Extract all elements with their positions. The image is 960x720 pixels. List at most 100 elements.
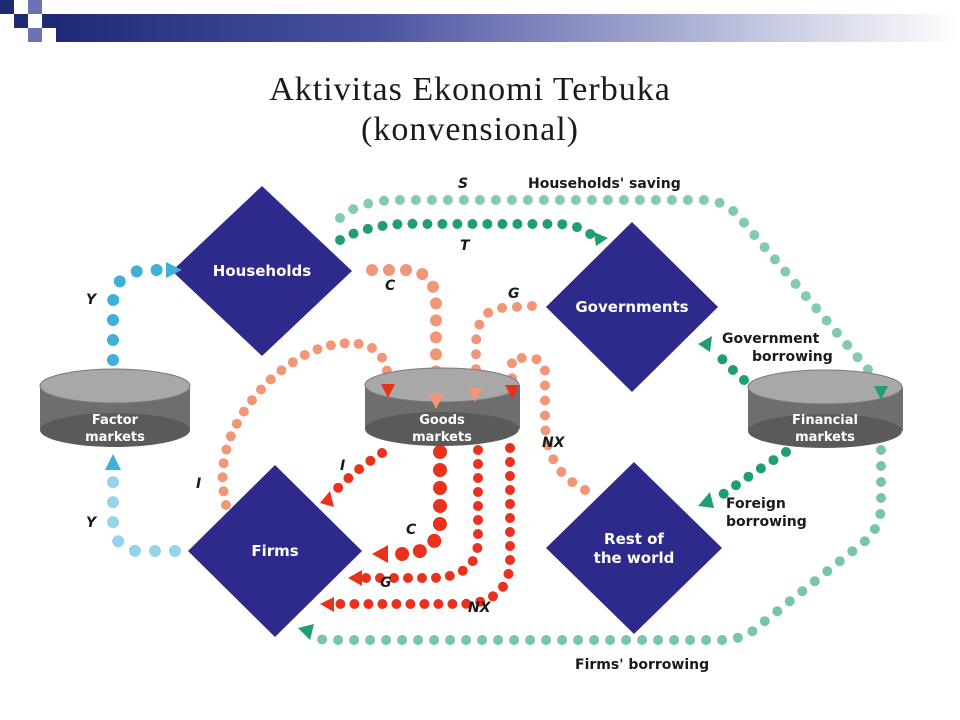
flow-dot — [149, 545, 161, 557]
flow-dot — [509, 635, 520, 645]
flow-dot — [221, 500, 231, 510]
arrowhead-c-to-goods — [428, 393, 444, 409]
flow-dot — [506, 195, 517, 205]
flow-dot — [653, 635, 664, 645]
arrowhead-nx-to-firms — [320, 597, 334, 612]
flow-dot — [363, 198, 374, 209]
arrowhead-g-to-goods — [468, 388, 482, 402]
flow-dot — [755, 463, 766, 474]
flow-dot — [422, 219, 433, 229]
flow-dot — [512, 219, 523, 229]
flow-dot — [107, 516, 119, 529]
flow-dot — [403, 573, 413, 583]
flow-dot — [505, 471, 515, 481]
flow-dot — [876, 493, 886, 503]
arrowhead-nx-to-goods — [505, 385, 519, 399]
flow-dot — [540, 410, 550, 421]
s-label: S — [458, 176, 468, 192]
flow-dot — [299, 350, 310, 360]
flow-dot — [847, 546, 858, 557]
flow-dot — [474, 195, 485, 205]
flow-dot — [427, 533, 442, 548]
flow-dot — [780, 266, 791, 277]
flow-dot — [433, 481, 447, 495]
flow-dot — [490, 195, 501, 205]
flow-dot — [112, 535, 125, 548]
flow-dot — [727, 365, 738, 375]
flow-dot — [822, 566, 833, 577]
flow-dot — [343, 473, 354, 484]
flow-dots-layer — [107, 195, 886, 645]
flow-dot — [834, 556, 845, 567]
flow-dot — [392, 219, 403, 230]
flow-dot — [852, 352, 863, 363]
flow-dot — [821, 315, 832, 326]
y-income-flow — [107, 264, 163, 386]
flow-dot — [317, 634, 328, 645]
flow-dot — [333, 635, 344, 645]
flow-dot — [497, 219, 508, 229]
flow-dot — [467, 556, 478, 567]
flow-dot — [218, 458, 229, 469]
flow-dot — [781, 447, 791, 457]
flow-dot — [354, 464, 365, 475]
financial-markets-label-1: Financial — [792, 413, 858, 428]
c-consumption-bottom-flow — [395, 445, 447, 561]
flow-dot — [416, 268, 429, 280]
flow-dot — [717, 635, 728, 645]
flow-dot — [377, 599, 388, 609]
financial-markets-node: Financial markets — [747, 369, 903, 448]
flow-dot — [218, 486, 229, 497]
flow-dot — [412, 544, 427, 559]
flow-dot — [353, 338, 364, 349]
flow-dot — [433, 499, 447, 513]
flow-dot — [458, 195, 469, 205]
arrowhead-i-to-goods — [381, 384, 395, 398]
flow-dot — [113, 275, 126, 288]
flow-dot — [516, 353, 527, 363]
factor-markets-label-1: Factor — [92, 413, 139, 428]
flow-dot — [541, 635, 552, 645]
rest-of-world-node: Rest of the world — [546, 462, 722, 634]
flow-dot — [531, 354, 542, 365]
c-label-bottom: C — [406, 522, 417, 538]
flow-dot — [580, 485, 590, 495]
flow-dot — [348, 204, 359, 215]
flow-dot — [540, 380, 550, 391]
flow-dot — [405, 599, 416, 609]
flow-dot — [335, 235, 345, 245]
flow-dot — [797, 586, 808, 597]
flow-dot — [437, 219, 448, 229]
flow-dot — [800, 291, 811, 302]
flow-dot — [717, 354, 728, 365]
flow-dot — [497, 302, 508, 313]
flow-dot — [512, 301, 522, 312]
flow-dot — [377, 220, 388, 231]
flow-dot — [430, 331, 442, 344]
flow-dot — [394, 195, 405, 205]
flow-dot — [461, 635, 472, 645]
flow-dot — [389, 573, 399, 583]
header-square-5 — [42, 14, 56, 28]
flow-dot — [831, 327, 842, 338]
i-investment-firms-flow — [333, 448, 387, 493]
flow-dot — [400, 264, 412, 276]
flow-dot — [287, 357, 298, 368]
factor-markets-node: Factor markets — [39, 368, 191, 447]
flow-dot — [718, 488, 729, 499]
flow-dot — [589, 635, 600, 645]
flow-dot — [876, 461, 886, 471]
flow-dot — [759, 242, 770, 253]
slide-title-line-2: (konvensional) — [361, 111, 579, 148]
g-label-top: G — [508, 286, 520, 302]
flow-dot — [772, 606, 783, 617]
goods-markets-node: Goods markets — [364, 367, 520, 446]
flow-dot — [543, 440, 553, 451]
flow-dot — [503, 568, 514, 579]
flow-dot — [362, 223, 373, 234]
flow-dot — [505, 485, 515, 495]
flow-dot — [650, 195, 661, 205]
flow-dot — [809, 576, 820, 587]
header-square-3 — [28, 0, 42, 14]
flow-dot — [505, 443, 515, 453]
